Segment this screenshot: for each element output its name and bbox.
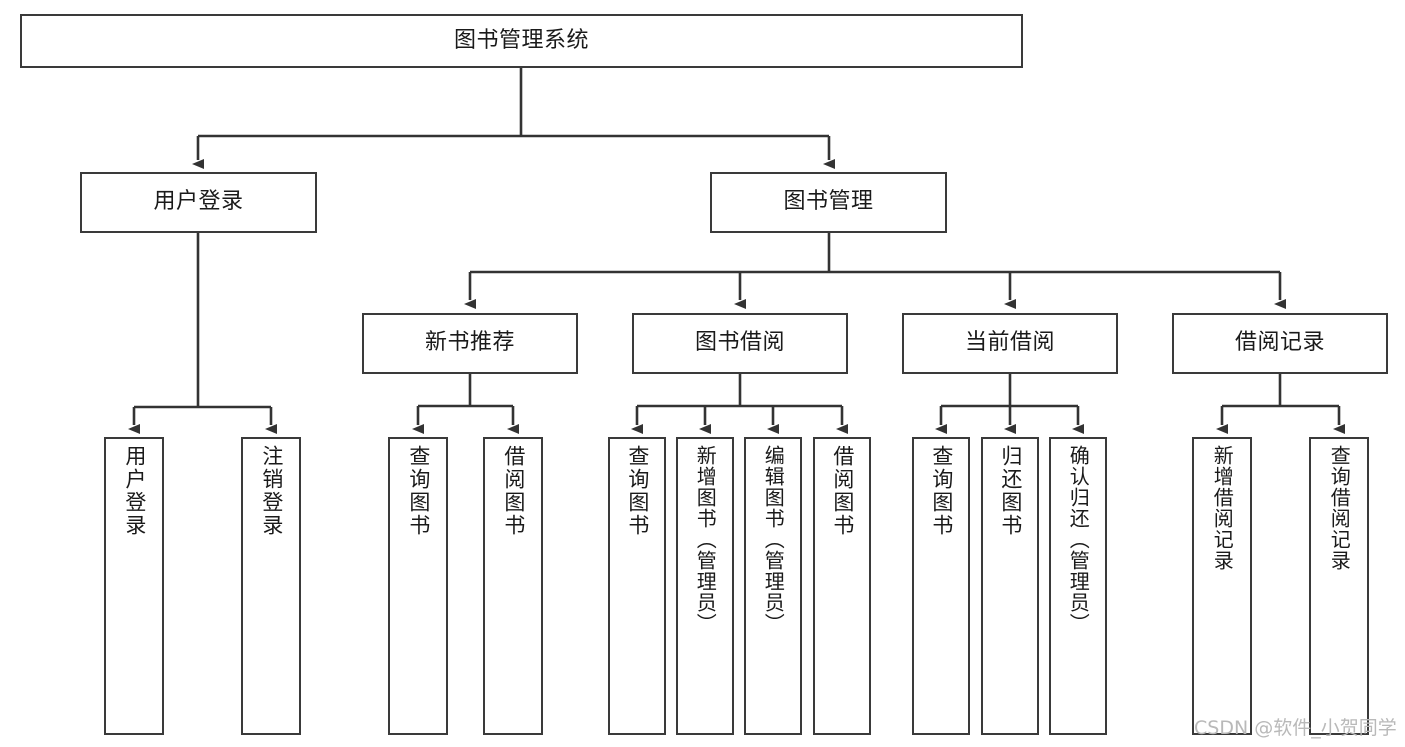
leaf-new-book-borrow[interactable]: 借阅图书 [483, 437, 543, 735]
node-label: 编辑图书（管理员） [761, 445, 786, 634]
leaf-book-borrow-borrow[interactable]: 借阅图书 [813, 437, 871, 735]
node-user-login[interactable]: 用户登录 [80, 172, 317, 233]
node-label: 用户登录 [153, 189, 244, 215]
node-label: 查询图书 [406, 445, 431, 537]
node-label: 用户登录 [122, 445, 147, 537]
watermark-text: CSDN @软件_小贺同学 [1194, 717, 1397, 739]
leaf-new-book-query[interactable]: 查询图书 [388, 437, 448, 735]
node-book-management[interactable]: 图书管理 [710, 172, 947, 233]
node-label: 新书推荐 [424, 330, 515, 356]
leaf-book-borrow-add[interactable]: 新增图书（管理员） [676, 437, 734, 735]
leaf-user-login-login[interactable]: 用户登录 [104, 437, 164, 735]
node-label: 借阅图书 [830, 445, 855, 537]
node-label: 图书借阅 [694, 330, 785, 356]
node-label: 查询借阅记录 [1327, 445, 1352, 571]
leaf-current-borrow-query[interactable]: 查询图书 [912, 437, 970, 735]
leaf-borrow-record-query[interactable]: 查询借阅记录 [1309, 437, 1369, 735]
node-borrow-record[interactable]: 借阅记录 [1172, 313, 1388, 374]
leaf-borrow-record-add[interactable]: 新增借阅记录 [1192, 437, 1252, 735]
node-current-borrow[interactable]: 当前借阅 [902, 313, 1118, 374]
node-label: 查询图书 [625, 445, 650, 537]
leaf-book-borrow-edit[interactable]: 编辑图书（管理员） [744, 437, 802, 735]
node-label: 查询图书 [929, 445, 954, 537]
node-label: 确认归还（管理员） [1066, 445, 1091, 634]
leaf-book-borrow-query[interactable]: 查询图书 [608, 437, 666, 735]
node-new-book-recommend[interactable]: 新书推荐 [362, 313, 578, 374]
node-book-borrow[interactable]: 图书借阅 [632, 313, 848, 374]
node-label: 新增图书（管理员） [693, 445, 718, 634]
node-label: 注销登录 [259, 445, 284, 537]
node-label: 当前借阅 [964, 330, 1055, 356]
node-label: 图书管理系统 [453, 27, 589, 53]
node-root-system[interactable]: 图书管理系统 [20, 14, 1023, 68]
node-label: 归还图书 [998, 445, 1023, 537]
leaf-current-borrow-return[interactable]: 归还图书 [981, 437, 1039, 735]
node-label: 借阅记录 [1234, 330, 1325, 356]
node-label: 借阅图书 [501, 445, 526, 537]
node-label: 新增借阅记录 [1210, 445, 1235, 571]
leaf-user-login-logout[interactable]: 注销登录 [241, 437, 301, 735]
node-label: 图书管理 [783, 189, 874, 215]
leaf-current-borrow-confirm[interactable]: 确认归还（管理员） [1049, 437, 1107, 735]
